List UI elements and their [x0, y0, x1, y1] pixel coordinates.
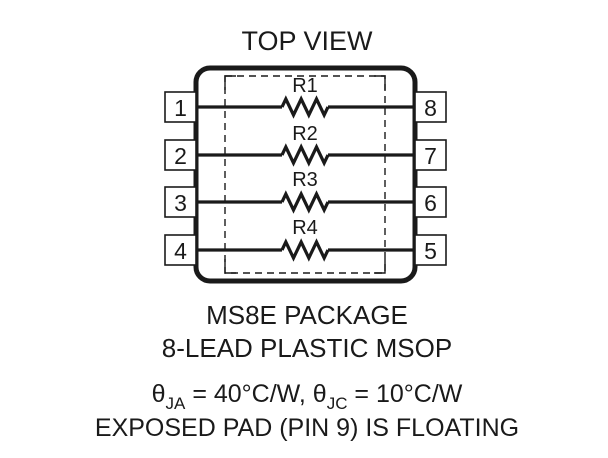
- resistor-symbol-r1: [280, 95, 330, 119]
- internal-wiring: [196, 95, 415, 262]
- pin-6: 6: [414, 186, 447, 218]
- resistor-label-r4: R4: [292, 217, 318, 239]
- pin-4: 4: [164, 234, 197, 266]
- resistor-symbol-r4: [280, 238, 330, 262]
- svg-text:8: 8: [424, 95, 437, 121]
- thermal-resistance: θJA = 40°C/W, θJC = 10°C/W: [152, 380, 463, 413]
- package-name: MS8E PACKAGE: [206, 300, 408, 330]
- resistor-label-r2: R2: [292, 123, 318, 145]
- svg-text:2: 2: [174, 143, 187, 169]
- package-description: 8-LEAD PLASTIC MSOP: [162, 333, 452, 363]
- svg-text:3: 3: [174, 190, 187, 216]
- resistor-symbol-r2: [280, 143, 330, 167]
- svg-text:6: 6: [424, 190, 437, 216]
- pin-7: 7: [414, 139, 447, 171]
- top-view-title: TOP VIEW: [241, 26, 373, 56]
- resistor-label-r3: R3: [292, 169, 318, 191]
- svg-text:5: 5: [424, 238, 437, 264]
- exposed-pad-note: EXPOSED PAD (PIN 9) IS FLOATING: [95, 414, 519, 442]
- svg-text:4: 4: [174, 238, 187, 264]
- resistor-symbol-r3: [280, 190, 330, 214]
- pin-8: 8: [414, 91, 447, 123]
- pin-5: 5: [414, 234, 447, 266]
- package-body: [193, 65, 418, 284]
- pin-2: 2: [164, 139, 197, 171]
- svg-text:7: 7: [424, 143, 437, 169]
- pin-3: 3: [164, 186, 197, 218]
- exposed-pad-outline: [224, 75, 386, 274]
- svg-text:1: 1: [174, 95, 187, 121]
- pin-1: 1: [164, 91, 197, 123]
- resistor-label-r1: R1: [292, 75, 318, 97]
